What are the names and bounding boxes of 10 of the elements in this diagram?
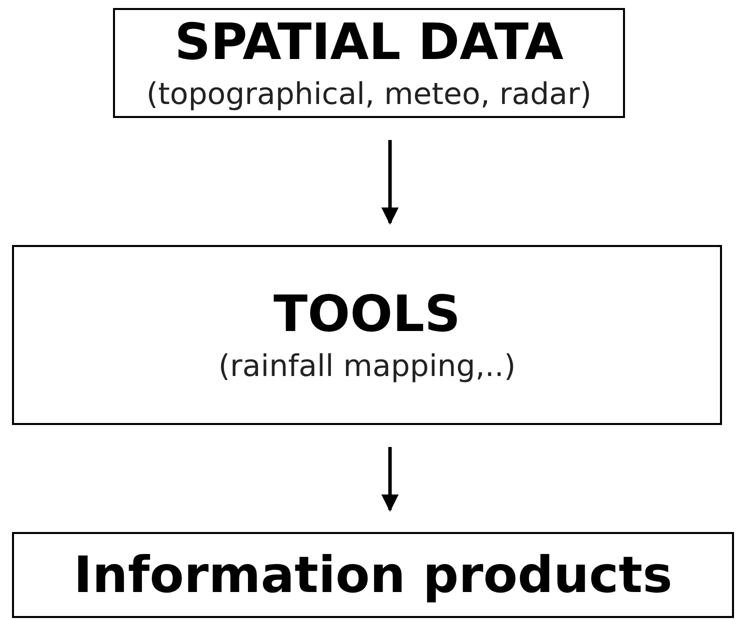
process-box	[12, 245, 722, 425]
arrow	[381, 140, 399, 225]
process-box	[113, 8, 625, 118]
box-description: (rainfall mapping,..)	[217, 348, 517, 386]
box-heading: SPATIAL DATA	[174, 12, 564, 74]
arrow	[381, 447, 399, 512]
box-description: (topographical, meteo, radar)	[145, 76, 593, 114]
box-heading: Information products	[74, 544, 672, 606]
box-heading: TOOLS	[274, 284, 460, 346]
process-box	[12, 532, 734, 618]
